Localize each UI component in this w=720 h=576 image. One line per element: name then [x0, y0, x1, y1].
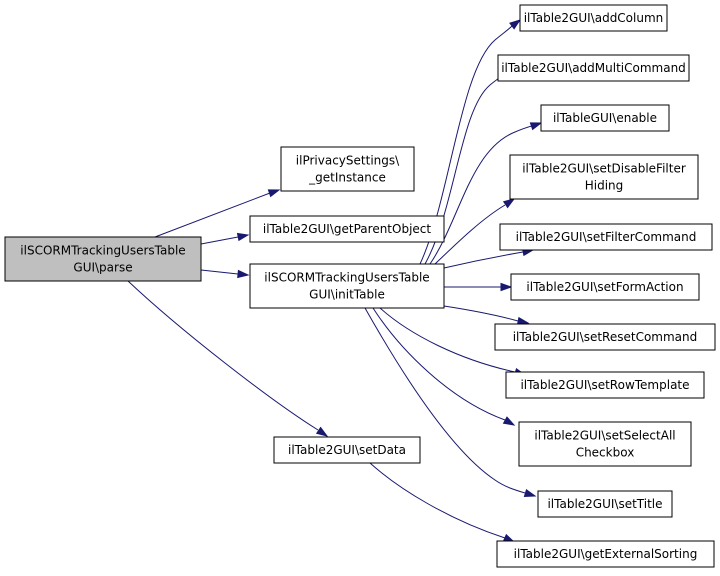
- arrow-head: [315, 426, 329, 437]
- edge-line: [429, 125, 533, 265]
- edge-parse-init: [200, 269, 250, 279]
- edge-line: [200, 236, 239, 245]
- edge-line: [434, 204, 506, 265]
- node-box: [249, 215, 445, 243]
- node-label: GUI\parse: [73, 261, 132, 275]
- edge-line: [364, 307, 526, 494]
- arrow-head: [267, 189, 281, 198]
- edge-init-filtercmd: [443, 247, 535, 269]
- edge-parse-setdata: [127, 280, 329, 437]
- node-box: [540, 104, 670, 132]
- edge-line: [127, 280, 319, 431]
- node-title[interactable]: ilTable2GUI\setTitle: [537, 490, 673, 518]
- edge-setdata-extsort: [369, 462, 516, 543]
- edge-init-enable: [429, 122, 543, 265]
- edge-init-selectall: [372, 307, 516, 426]
- node-box: [499, 223, 713, 251]
- node-label: GUI\initTable: [309, 288, 385, 302]
- arrow-head: [500, 282, 513, 292]
- arrow-head: [523, 488, 537, 498]
- node-box: [518, 421, 692, 467]
- edge-init-resetcmd: [443, 305, 530, 326]
- node-box: [249, 263, 445, 309]
- edge-parse-parent: [200, 232, 250, 245]
- node-box: [497, 54, 690, 82]
- arrow-head: [509, 19, 522, 30]
- node-box: [273, 436, 421, 464]
- edge-init-disfilter: [434, 198, 516, 265]
- node-label: ilTable2GUI\getExternalSorting: [514, 547, 698, 561]
- node-addcol[interactable]: ilTable2GUI\addColumn: [519, 4, 668, 32]
- node-label: ilTable2GUI\setRowTemplate: [520, 378, 689, 392]
- node-label: ilTable2GUI\addMultiCommand: [501, 61, 686, 75]
- arrow-head: [237, 269, 250, 279]
- edge-line: [154, 192, 271, 238]
- edge-line: [200, 269, 239, 275]
- node-setdata[interactable]: ilTable2GUI\setData: [273, 436, 421, 464]
- node-label: ilTable2GUI\addColumn: [524, 11, 664, 25]
- node-box: [505, 371, 705, 399]
- edge-parse-privacy: [154, 189, 281, 238]
- edge-init-title: [364, 307, 537, 498]
- node-label: ilTable2GUI\setTitle: [547, 497, 662, 511]
- node-box: [509, 154, 699, 200]
- arrow-head: [236, 232, 250, 242]
- node-label: ilTable2GUI\setData: [288, 443, 406, 457]
- node-rowtpl[interactable]: ilTable2GUI\setRowTemplate: [505, 371, 705, 399]
- node-label: ilSCORMTrackingUsersTable: [20, 244, 185, 258]
- node-label: ilTable2GUI\setFormAction: [526, 280, 683, 294]
- node-label: ilPrivacySettings\: [296, 154, 400, 168]
- node-addmulti[interactable]: ilTable2GUI\addMultiCommand: [497, 54, 690, 82]
- node-box: [494, 323, 716, 351]
- node-filtercmd[interactable]: ilTable2GUI\setFilterCommand: [499, 223, 713, 251]
- node-label: ilTable2GUI\setSelectAll: [534, 429, 675, 443]
- node-box: [496, 540, 715, 568]
- node-parent[interactable]: ilTable2GUI\getParentObject: [249, 215, 445, 243]
- node-label: ilSCORMTrackingUsersTable: [264, 271, 429, 285]
- node-box: [519, 4, 668, 32]
- node-resetcmd[interactable]: ilTable2GUI\setResetCommand: [494, 323, 716, 351]
- edge-line: [419, 25, 513, 265]
- edge-line: [379, 307, 516, 373]
- node-label: Hiding: [585, 179, 624, 193]
- node-box: [280, 146, 415, 192]
- node-label: ilTableGUI\enable: [553, 111, 657, 125]
- edge-line: [372, 307, 506, 421]
- arrow-head: [529, 122, 543, 131]
- edge-line: [443, 305, 519, 322]
- node-formaction[interactable]: ilTable2GUI\setFormAction: [510, 273, 700, 301]
- node-extsort[interactable]: ilTable2GUI\getExternalSorting: [496, 540, 715, 568]
- arrow-head: [516, 316, 530, 326]
- edge-init-formaction: [444, 282, 513, 292]
- node-label: Checkbox: [576, 446, 635, 460]
- node-label: ilTable2GUI\setDisableFilter: [522, 162, 686, 176]
- graph-nodes: ilSCORMTrackingUsersTableGUI\parseilPriv…: [4, 4, 716, 568]
- node-label: ilTable2GUI\setResetCommand: [513, 330, 698, 344]
- edge-init-addcol: [419, 19, 522, 265]
- node-box: [510, 273, 700, 301]
- node-box: [4, 236, 202, 282]
- node-box: [537, 490, 673, 518]
- node-label: _getInstance: [308, 171, 386, 185]
- node-label: ilTable2GUI\getParentObject: [263, 222, 431, 236]
- node-privacy[interactable]: ilPrivacySettings\ _getInstance: [280, 146, 415, 192]
- arrow-head: [502, 198, 516, 209]
- edge-line: [443, 251, 524, 269]
- node-enable[interactable]: ilTableGUI\enable: [540, 104, 670, 132]
- arrow-head: [502, 416, 516, 426]
- node-label: ilTable2GUI\setFilterCommand: [516, 230, 697, 244]
- edge-line: [369, 462, 506, 539]
